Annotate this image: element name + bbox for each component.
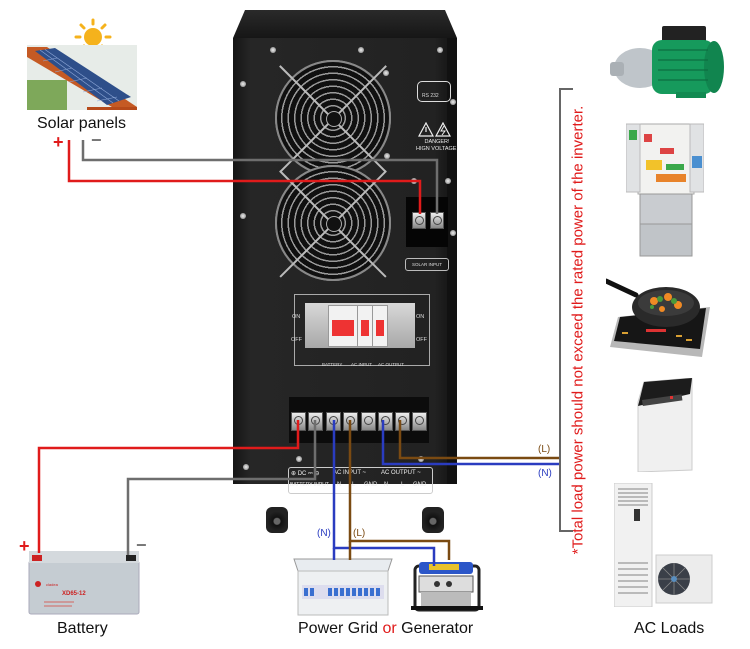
battery-negative-wire bbox=[126, 420, 317, 555]
high-voltage-warning-icon bbox=[417, 121, 452, 142]
on-label-right: ON bbox=[416, 314, 425, 320]
breaker-label-battery: BATTERY bbox=[322, 362, 343, 367]
refrigerator-image bbox=[625, 122, 705, 262]
distribution-box-image bbox=[292, 557, 394, 622]
on-label-left: ON bbox=[292, 314, 301, 320]
solar-positive-sign: + bbox=[53, 132, 64, 152]
cooling-fan-top bbox=[275, 60, 391, 176]
battery-positive-wire bbox=[37, 420, 300, 553]
ac-output-neutral-wire bbox=[381, 420, 560, 466]
off-label-right: OFF bbox=[416, 337, 427, 343]
screw bbox=[243, 464, 249, 470]
water-pump-image bbox=[610, 18, 730, 105]
terminal-l-in: L bbox=[352, 482, 356, 488]
solar-negative-sign: − bbox=[91, 130, 102, 150]
ac-loads-label: AC Loads bbox=[634, 620, 705, 637]
screw bbox=[358, 47, 364, 53]
or-text: or bbox=[382, 620, 397, 637]
screw bbox=[450, 230, 456, 236]
terminal-n-out: N bbox=[384, 482, 389, 488]
cooling-fan-bottom bbox=[275, 165, 391, 281]
air-conditioner-image bbox=[613, 482, 718, 612]
svg-text:cladea: cladea bbox=[46, 582, 59, 587]
inverter-top bbox=[233, 10, 457, 38]
solar-panel-roof-image bbox=[27, 45, 137, 110]
ac-input-neutral-wire bbox=[332, 420, 436, 566]
rs232-port[interactable] bbox=[417, 81, 451, 102]
screw bbox=[384, 153, 390, 159]
battery-model: XD65-12 bbox=[62, 591, 86, 597]
power-grid-text: Power Grid bbox=[298, 620, 383, 637]
solar-negative-wire bbox=[81, 140, 439, 214]
ac-input-live-wire bbox=[348, 420, 451, 560]
breaker-label-ac-output: AC OUTPUT bbox=[378, 362, 405, 367]
screw bbox=[383, 70, 389, 76]
washing-machine-image bbox=[634, 377, 694, 477]
screw bbox=[450, 99, 456, 105]
caster-wheel-left bbox=[266, 507, 288, 533]
power-grid-or-generator-label: Power Grid or Generator bbox=[298, 620, 473, 638]
inverter-side-edge bbox=[447, 38, 457, 484]
battery-breaker-toggle[interactable] bbox=[332, 320, 354, 336]
breaker-panel-frame bbox=[294, 294, 430, 366]
solar-input-label: SOLAR INPUT bbox=[405, 258, 449, 271]
terminal-l-out: L bbox=[401, 482, 405, 488]
screw bbox=[437, 47, 443, 53]
screw bbox=[240, 213, 246, 219]
off-label-left: OFF bbox=[291, 337, 302, 343]
grid-live-label: (L) bbox=[353, 528, 366, 539]
ac-output-label: AC OUTPUT ~ bbox=[381, 470, 421, 476]
danger-text: DANGER! HIGN VOLTAGE! bbox=[415, 139, 459, 153]
ac-input-breaker-toggle[interactable] bbox=[361, 320, 369, 336]
solar-panels-label: Solar panels bbox=[37, 115, 126, 132]
solar-positive-wire bbox=[67, 140, 422, 214]
rs232-label: RS 232 bbox=[421, 93, 440, 99]
ac-input-gnd-terminal[interactable] bbox=[361, 412, 376, 431]
load-live-label: (L) bbox=[538, 444, 551, 455]
battery-breaker[interactable] bbox=[328, 305, 358, 347]
terminal-gnd-in: GND bbox=[364, 482, 378, 488]
screw bbox=[240, 81, 246, 87]
danger-line-1: DANGER! bbox=[424, 139, 450, 145]
caster-wheel-right bbox=[422, 507, 444, 533]
grid-neutral-label: (N) bbox=[317, 528, 331, 539]
battery-input-label: BATTERY INPUT bbox=[290, 482, 329, 488]
terminal-gnd-out: GND bbox=[413, 482, 427, 488]
danger-line-2: HIGN VOLTAGE! bbox=[416, 146, 458, 152]
ac-output-live-wire bbox=[398, 420, 560, 460]
battery-positive-sign: + bbox=[19, 536, 30, 556]
ac-output-breaker[interactable] bbox=[372, 305, 388, 347]
generator-text: Generator bbox=[396, 620, 474, 637]
terminal-n-in: N bbox=[337, 482, 342, 488]
battery-negative-sign: − bbox=[136, 535, 147, 555]
ac-output-gnd-terminal[interactable] bbox=[412, 412, 427, 431]
load-neutral-label: (N) bbox=[538, 468, 552, 479]
main-terminal-block bbox=[289, 397, 429, 443]
ac-output-breaker-toggle[interactable] bbox=[376, 320, 384, 336]
battery-image: cladea XD65-12 bbox=[26, 551, 142, 621]
loads-bracket bbox=[559, 88, 573, 532]
generator-image bbox=[407, 554, 487, 621]
screw bbox=[445, 178, 451, 184]
screw bbox=[296, 456, 302, 462]
breaker-label-ac-input: AC INPUT bbox=[351, 362, 373, 367]
screw bbox=[270, 47, 276, 53]
battery-label: Battery bbox=[57, 620, 108, 637]
induction-cooker-image bbox=[603, 277, 716, 366]
dc-label: ⊕ DC ⎓ ⊖ bbox=[291, 471, 320, 477]
